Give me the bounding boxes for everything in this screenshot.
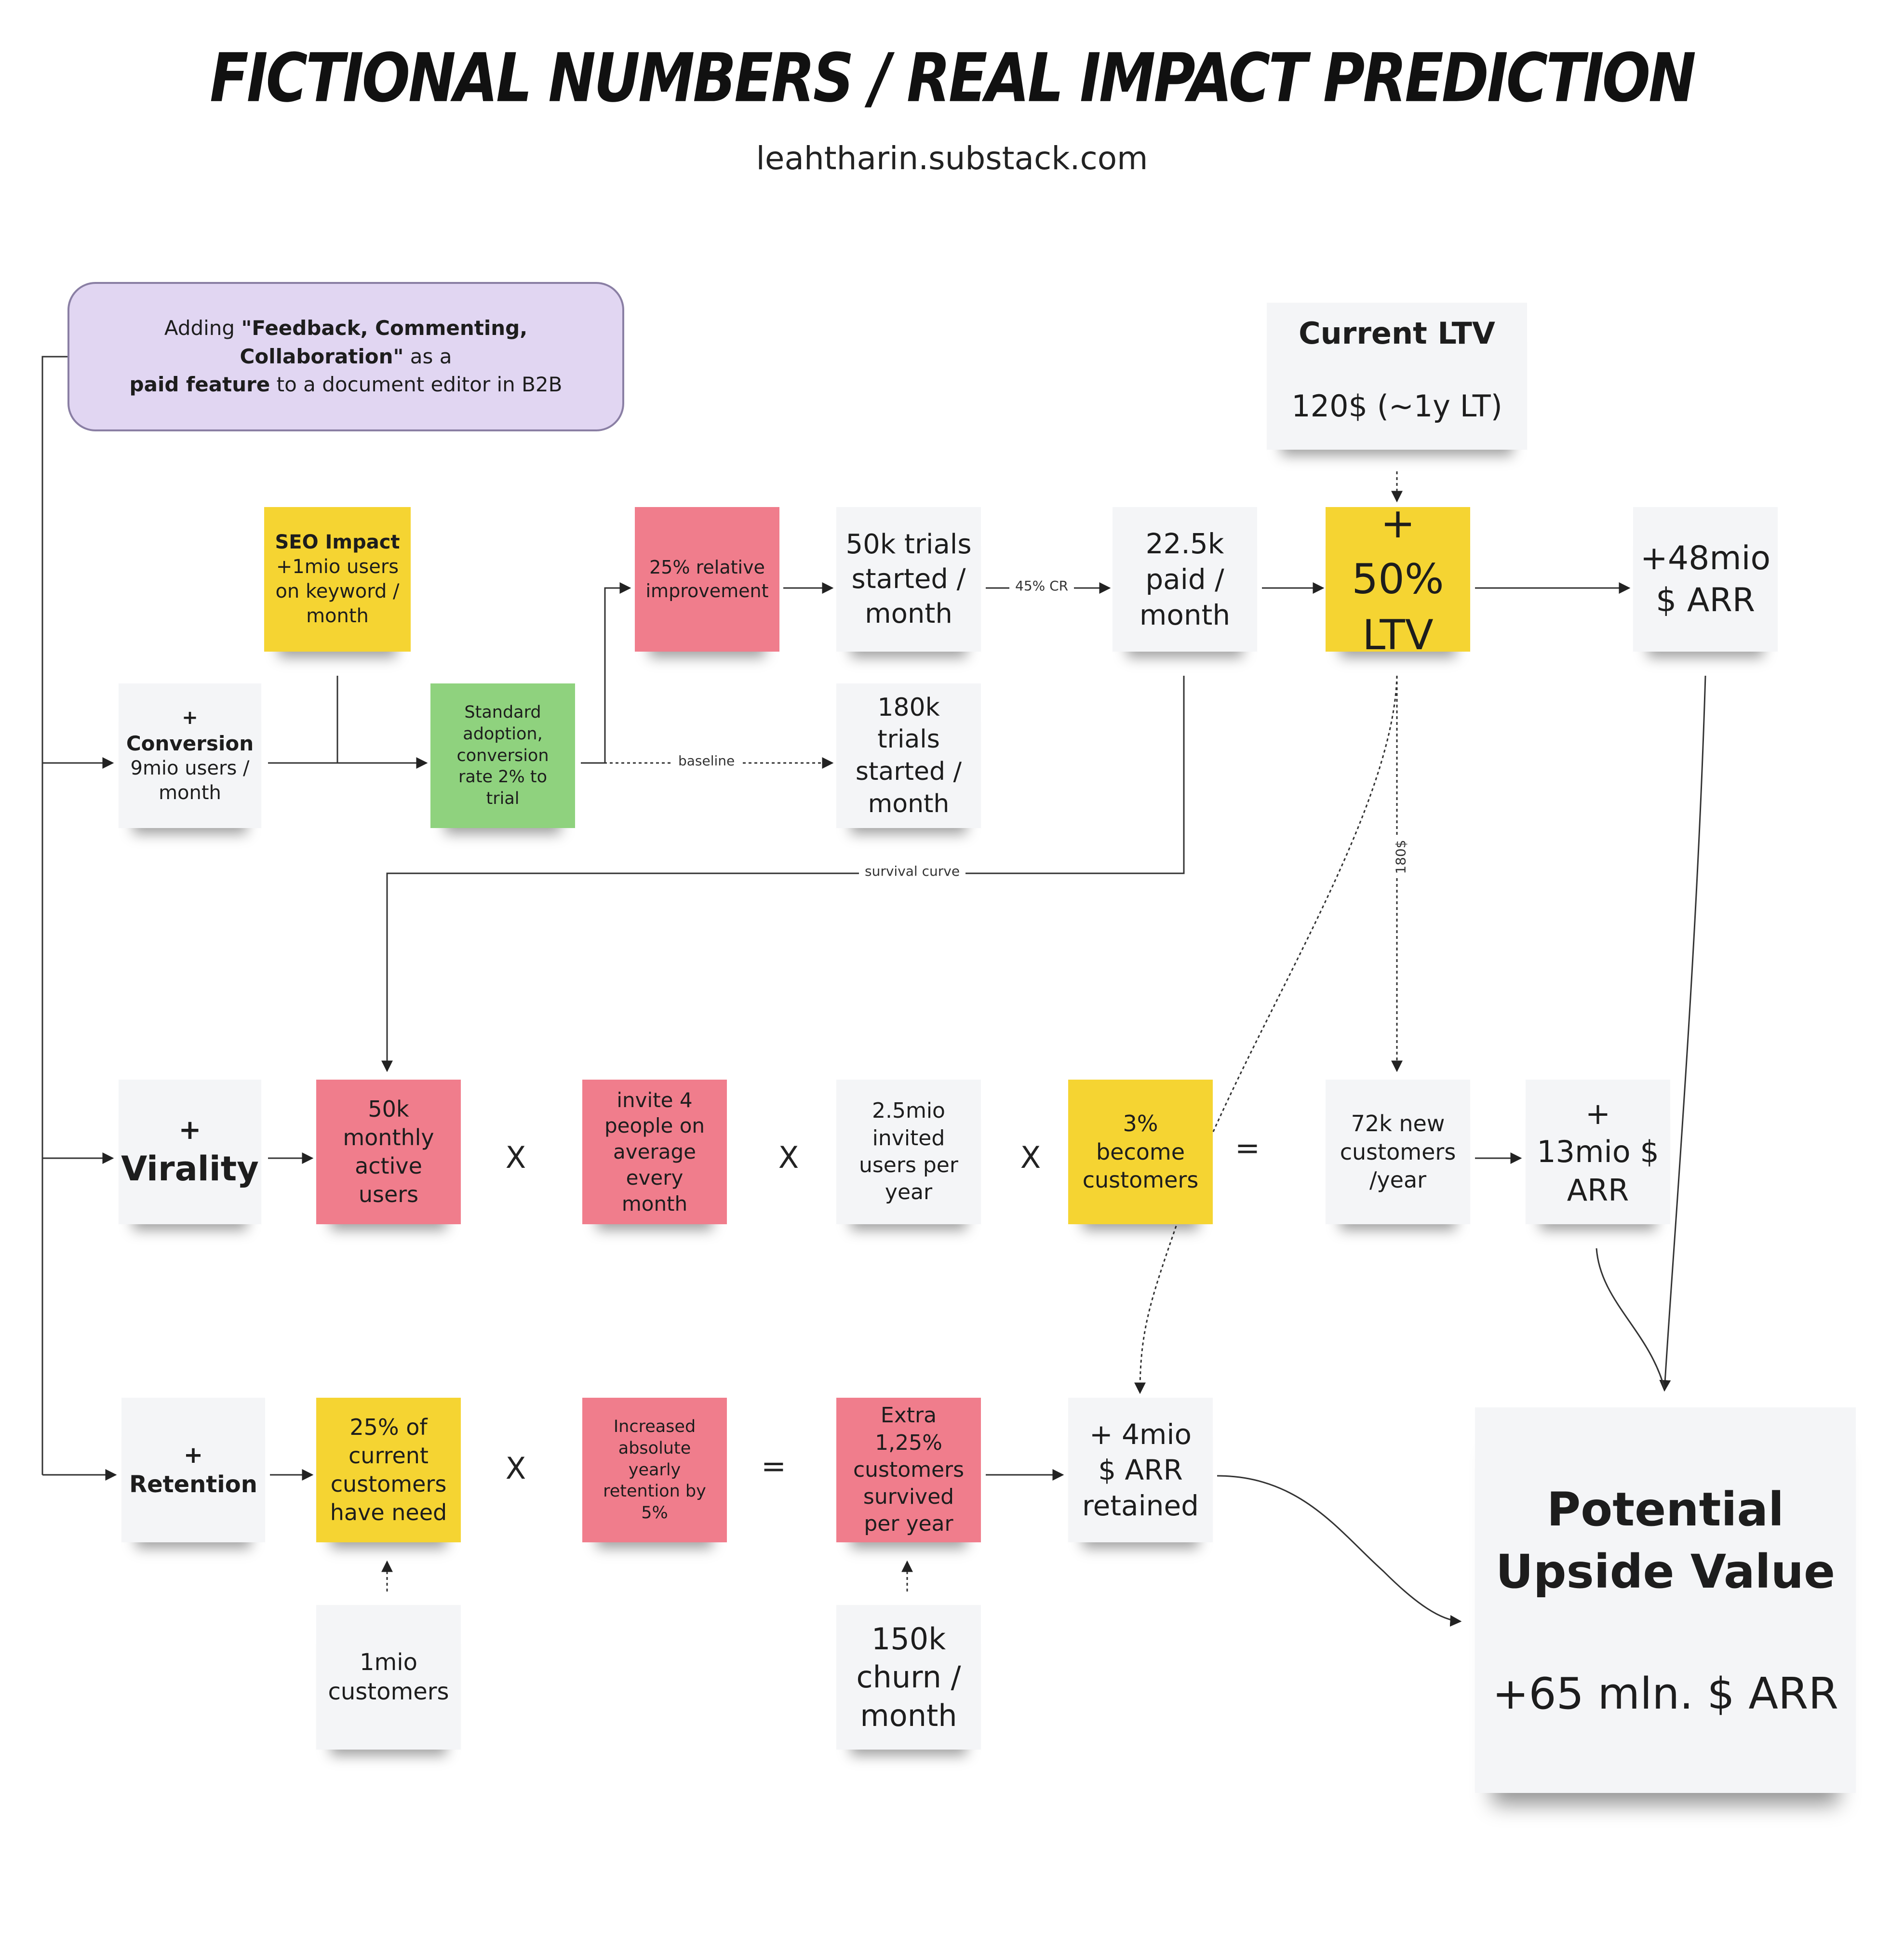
arr-48-note: +48mio $ ARR	[1633, 507, 1778, 652]
baseline-trials-text: 180k trials started / month	[855, 693, 962, 818]
increase-text: Increased absolute yearly retention by 5…	[603, 1417, 706, 1523]
relative-improvement-text: 25% relative improvement	[645, 557, 769, 602]
page-subtitle: leahtharin.substack.com	[756, 140, 1148, 177]
ltv-boost-note: + 50% LTV	[1326, 499, 1470, 659]
edge-standard-relative	[581, 582, 631, 764]
intro-prefix: Adding	[164, 316, 241, 340]
edge-retained-upside	[1217, 1475, 1462, 1627]
virality-plus: +	[178, 1114, 201, 1146]
intro-box: Adding "Feedback, Commenting, Collaborat…	[67, 282, 624, 431]
retention-plus: +	[183, 1441, 203, 1469]
intro-middle: as a	[403, 344, 452, 368]
virality-note: + Virality	[119, 1080, 261, 1224]
ltv-boost-text: + 50% LTV	[1352, 499, 1444, 660]
edge-label-survival: survival curve	[859, 863, 966, 880]
virality-op-1: X	[505, 1140, 526, 1175]
current-ltv-note: Current LTV 120$ (~1y LT)	[1267, 303, 1527, 450]
seo-body: +1mio users on keyword / month	[275, 555, 400, 628]
customers-text: 1mio customers	[328, 1648, 449, 1705]
current-ltv-title: Current LTV	[1299, 316, 1495, 351]
standard-adoption-text: Standard adoption, conversion rate 2% to…	[456, 703, 549, 809]
retained-text: + 4mio $ ARR retained	[1082, 1417, 1199, 1523]
mau-note: 50k monthly active users	[316, 1080, 461, 1224]
trials-text: 50k trials started / month	[845, 529, 972, 629]
conversion-plus: +	[182, 707, 198, 729]
retention-title: Retention	[129, 1471, 257, 1498]
conversion-title: Conversion	[126, 731, 254, 755]
edge-label-cr: 45% CR	[1009, 577, 1074, 595]
extra-customers-text: Extra 1,25% customers survived per year	[853, 1403, 965, 1537]
seo-title: SEO Impact	[275, 531, 400, 553]
new-customers-note: 72k new customers /year	[1326, 1080, 1470, 1224]
current-ltv-value: 120$ (~1y LT)	[1291, 388, 1502, 424]
page-title: Fictional Numbers / Real Impact Predicti…	[210, 39, 1696, 117]
trunk-line	[41, 356, 67, 1475]
upside-value: +65 mln. $ ARR	[1492, 1669, 1838, 1719]
arr-13-note: + 13mio $ ARR	[1526, 1080, 1670, 1224]
virality-eq: =	[1235, 1130, 1260, 1165]
new-customers-text: 72k new customers /year	[1340, 1110, 1456, 1193]
mau-text: 50k monthly active users	[343, 1096, 434, 1207]
virality-title: Virality	[121, 1149, 259, 1189]
retention-op-1: X	[505, 1451, 526, 1486]
conversion-note: + Conversion 9mio users / month	[119, 683, 261, 828]
edge-arr48-upside	[1659, 675, 1706, 1392]
relative-improvement-note: 25% relative improvement	[635, 507, 779, 652]
edge-label-baseline: baseline	[672, 752, 741, 770]
seo-impact-note: SEO Impact +1mio users on keyword / mont…	[264, 507, 411, 652]
retained-note: + 4mio $ ARR retained	[1068, 1398, 1213, 1542]
upside-note: Potential Upside Value +65 mln. $ ARR	[1475, 1407, 1856, 1793]
intro-paid: paid feature	[129, 373, 270, 397]
churn-text: 150k churn / month	[856, 1621, 961, 1733]
arr-13-text: + 13mio $ ARR	[1537, 1096, 1659, 1208]
retention-note: + Retention	[121, 1398, 265, 1542]
edge-ltv-retained	[1134, 675, 1398, 1394]
edge-survival	[381, 676, 1185, 1072]
customers-note: 1mio customers	[316, 1605, 461, 1750]
need-text: 25% of current customers have need	[330, 1414, 447, 1525]
retention-eq: =	[761, 1448, 786, 1484]
become-customers-note: 3% become customers	[1068, 1080, 1213, 1224]
edge-arr13-upside	[1596, 1248, 1665, 1389]
paid-note: 22.5k paid / month	[1113, 507, 1257, 652]
churn-note: 150k churn / month	[836, 1605, 981, 1750]
increase-note: Increased absolute yearly retention by 5…	[582, 1398, 727, 1542]
invited-text: 2.5mio invited users per year	[859, 1098, 958, 1205]
virality-op-3: X	[1020, 1140, 1041, 1175]
trials-note: 50k trials started / month	[836, 507, 981, 652]
extra-customers-note: Extra 1,25% customers survived per year	[836, 1398, 981, 1542]
intro-suffix: to a document editor in B2B	[270, 373, 563, 397]
standard-adoption-note: Standard adoption, conversion rate 2% to…	[430, 683, 575, 828]
virality-op-2: X	[778, 1140, 799, 1175]
edge-label-ltv-180: 180$	[1392, 836, 1410, 878]
need-note: 25% of current customers have need	[316, 1398, 461, 1542]
baseline-trials-note: 180k trials started / month	[836, 683, 981, 828]
upside-title: Potential Upside Value	[1495, 1482, 1836, 1599]
paid-text: 22.5k paid / month	[1139, 527, 1231, 632]
intro-features: "Feedback, Commenting, Collaboration"	[240, 316, 528, 368]
invite-note: invite 4 people on average every month	[582, 1080, 727, 1224]
arr-48-text: +48mio $ ARR	[1640, 539, 1771, 619]
conversion-body: 9mio users / month	[130, 757, 250, 804]
become-customers-text: 3% become customers	[1082, 1110, 1199, 1193]
invited-note: 2.5mio invited users per year	[836, 1080, 981, 1224]
invite-text: invite 4 people on average every month	[604, 1088, 705, 1216]
